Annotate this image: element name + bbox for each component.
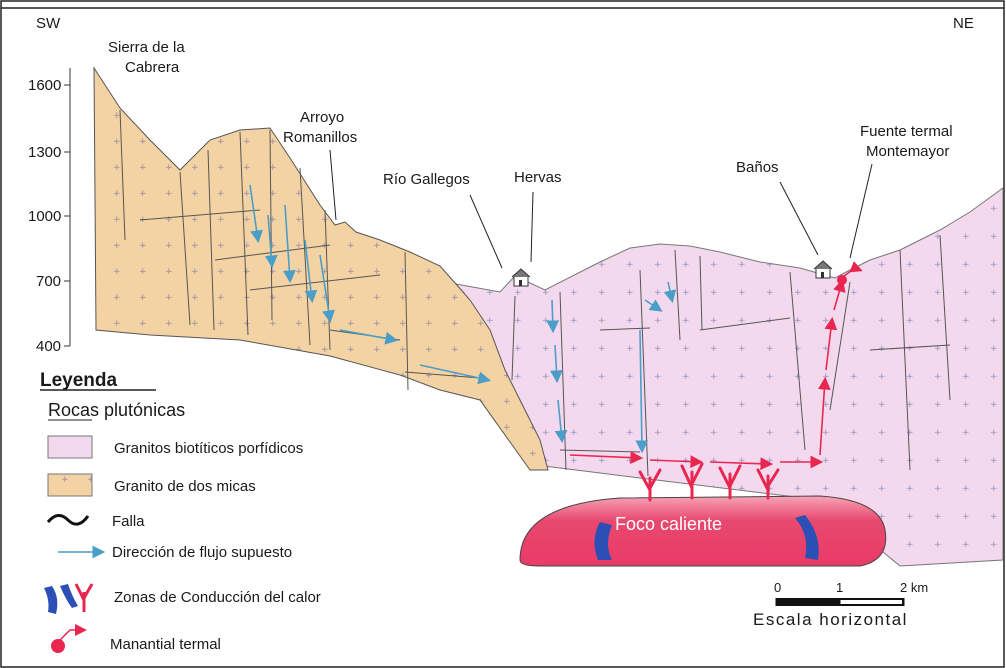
orientation-sw: SW: [36, 15, 61, 32]
label-hervas: Hervas: [514, 169, 562, 186]
tick-400: 400: [36, 338, 61, 355]
scale-tick-0: 0: [774, 580, 781, 595]
label-sierra-2: Cabrera: [125, 59, 180, 76]
scale-label: Escala horizontal: [753, 610, 908, 629]
legend-swatch-orange: [47, 473, 93, 497]
house-icon: [511, 268, 531, 287]
orientation-ne: NE: [953, 15, 974, 32]
thermal-flow-arrows: [569, 278, 846, 471]
unit-granito-dos-micas: [93, 66, 549, 471]
label-arroyo-1: Arroyo: [300, 109, 344, 126]
spring-icon: [51, 639, 65, 653]
conduction-zone-icon: [44, 583, 94, 614]
legend-item-granitos-biotiticos: Granitos biotíticos porfídicos: [114, 440, 303, 457]
legend-swatch-pink: [47, 435, 93, 459]
legend-item-manantial: Manantial termal: [110, 636, 221, 653]
thermal-spring-icon: [837, 275, 847, 285]
label-arroyo-2: Romanillos: [283, 129, 357, 146]
tick-1600: 1600: [28, 77, 61, 94]
legend-item-falla: Falla: [112, 513, 145, 530]
pointer-hervas: [530, 191, 534, 263]
label-fuente-2: Montemayor: [866, 143, 949, 160]
legend: Leyenda Rocas plutónicas Granitos biotít…: [40, 370, 321, 653]
house-icon: [813, 260, 833, 279]
label-rio-gallegos: Río Gallegos: [383, 171, 470, 188]
foco-caliente-label: Foco caliente: [615, 514, 722, 534]
label-sierra-1: Sierra de la: [108, 39, 185, 56]
flow-arrows: [249, 184, 677, 454]
label-banos: Baños: [736, 159, 779, 176]
conduction-zones-blue: [594, 515, 819, 560]
elevation-axis: 1600 1300 1000 700 400: [28, 68, 71, 355]
scale-tick-2: 2 km: [900, 580, 928, 595]
pointer-rio: [469, 194, 503, 269]
fault-icon: [46, 514, 90, 526]
scale-bar: 0 1 2 km Escala horizontal: [753, 580, 928, 629]
pointer-banos: [779, 181, 819, 256]
foco-caliente-body: [519, 495, 887, 567]
legend-item-conduccion: Zonas de Conducción del calor: [114, 589, 321, 606]
thermal-spring-arrow: [843, 261, 863, 277]
legend-item-granito-dos-micas: Granito de dos micas: [114, 478, 256, 495]
legend-subtitle: Rocas plutónicas: [48, 400, 185, 420]
tick-1300: 1300: [28, 144, 61, 161]
scale-tick-1: 1: [836, 580, 843, 595]
legend-item-flujo: Dirección de flujo supuesto: [112, 544, 292, 561]
pointer-fuente: [849, 163, 873, 259]
label-fuente-1: Fuente termal: [860, 123, 953, 140]
legend-title: Leyenda: [40, 370, 118, 391]
pointer-arroyo: [329, 149, 337, 221]
conduction-zones-red: [638, 462, 780, 502]
tick-1000: 1000: [28, 208, 61, 225]
tick-700: 700: [36, 273, 61, 290]
